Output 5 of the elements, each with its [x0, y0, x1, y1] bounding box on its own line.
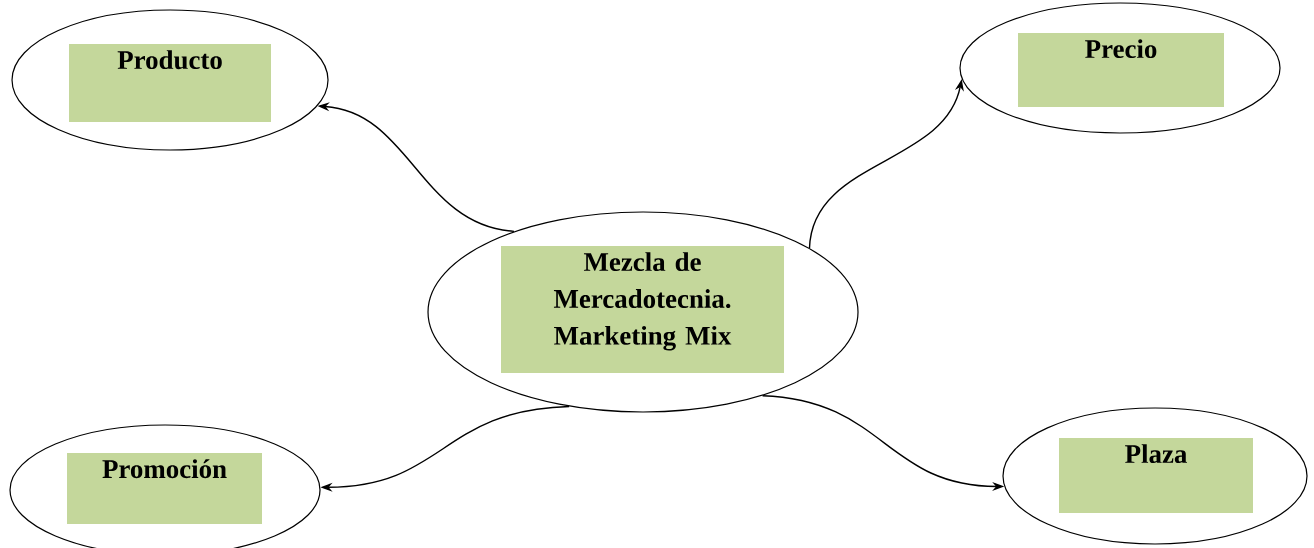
- ellipse-node: Producto: [11, 9, 329, 151]
- ellipse-node: Precio: [959, 2, 1281, 134]
- ellipse-node: Promoción: [9, 424, 321, 548]
- ellipse-node: Mezcla de Mercadotecnia. Marketing Mix: [427, 211, 859, 413]
- ellipse-node: Plaza: [1002, 407, 1308, 545]
